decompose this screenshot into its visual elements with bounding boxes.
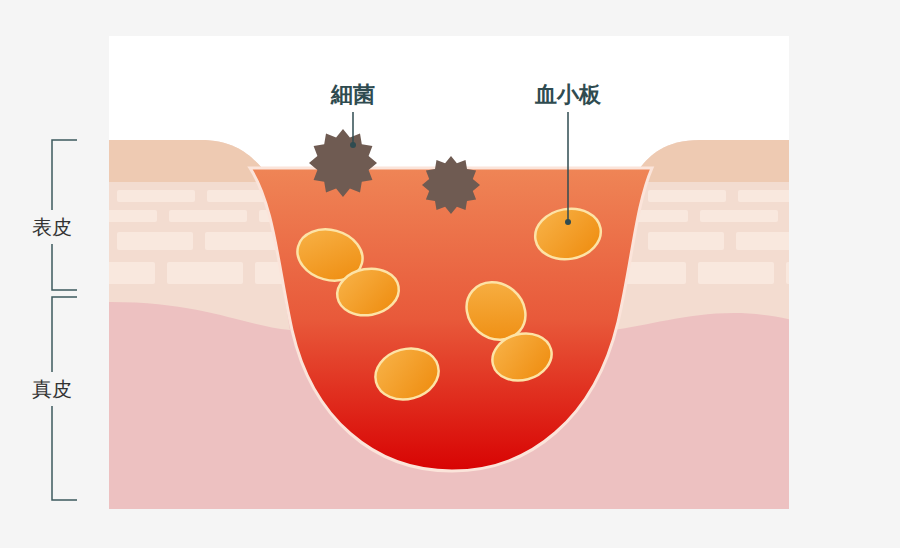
epidermis-top-right [636, 140, 789, 182]
skin-cell [738, 190, 789, 202]
skin-cell [109, 210, 157, 222]
leader-line [567, 112, 569, 222]
skin-cell [698, 262, 774, 284]
bacterium [422, 156, 480, 214]
bacterium [309, 129, 377, 197]
callout-label: 細菌 [331, 82, 375, 108]
skin-cell [736, 232, 789, 250]
skin-cell [117, 232, 193, 250]
skin-cell [648, 232, 724, 250]
layer-label: 真皮 [30, 375, 74, 403]
platelet [370, 342, 445, 407]
platelet [487, 327, 557, 387]
skin-cell [167, 262, 243, 284]
epidermis-top-left [109, 140, 266, 182]
skin-cell [648, 190, 726, 202]
bacteria [309, 129, 480, 214]
bracket [52, 140, 77, 500]
skin-cell [109, 262, 155, 284]
leader-dot [350, 142, 356, 148]
leader-line [352, 112, 354, 145]
skin-cell [786, 262, 789, 284]
layer-label: 表皮 [30, 213, 74, 241]
skin-cell [117, 190, 195, 202]
skin-cell [169, 210, 247, 222]
platelets [292, 204, 605, 407]
leader-dot [565, 219, 571, 225]
skin-cell [205, 232, 281, 250]
callout-label: 血小板 [535, 82, 601, 108]
platelet [333, 264, 402, 320]
skin-cell [700, 210, 778, 222]
